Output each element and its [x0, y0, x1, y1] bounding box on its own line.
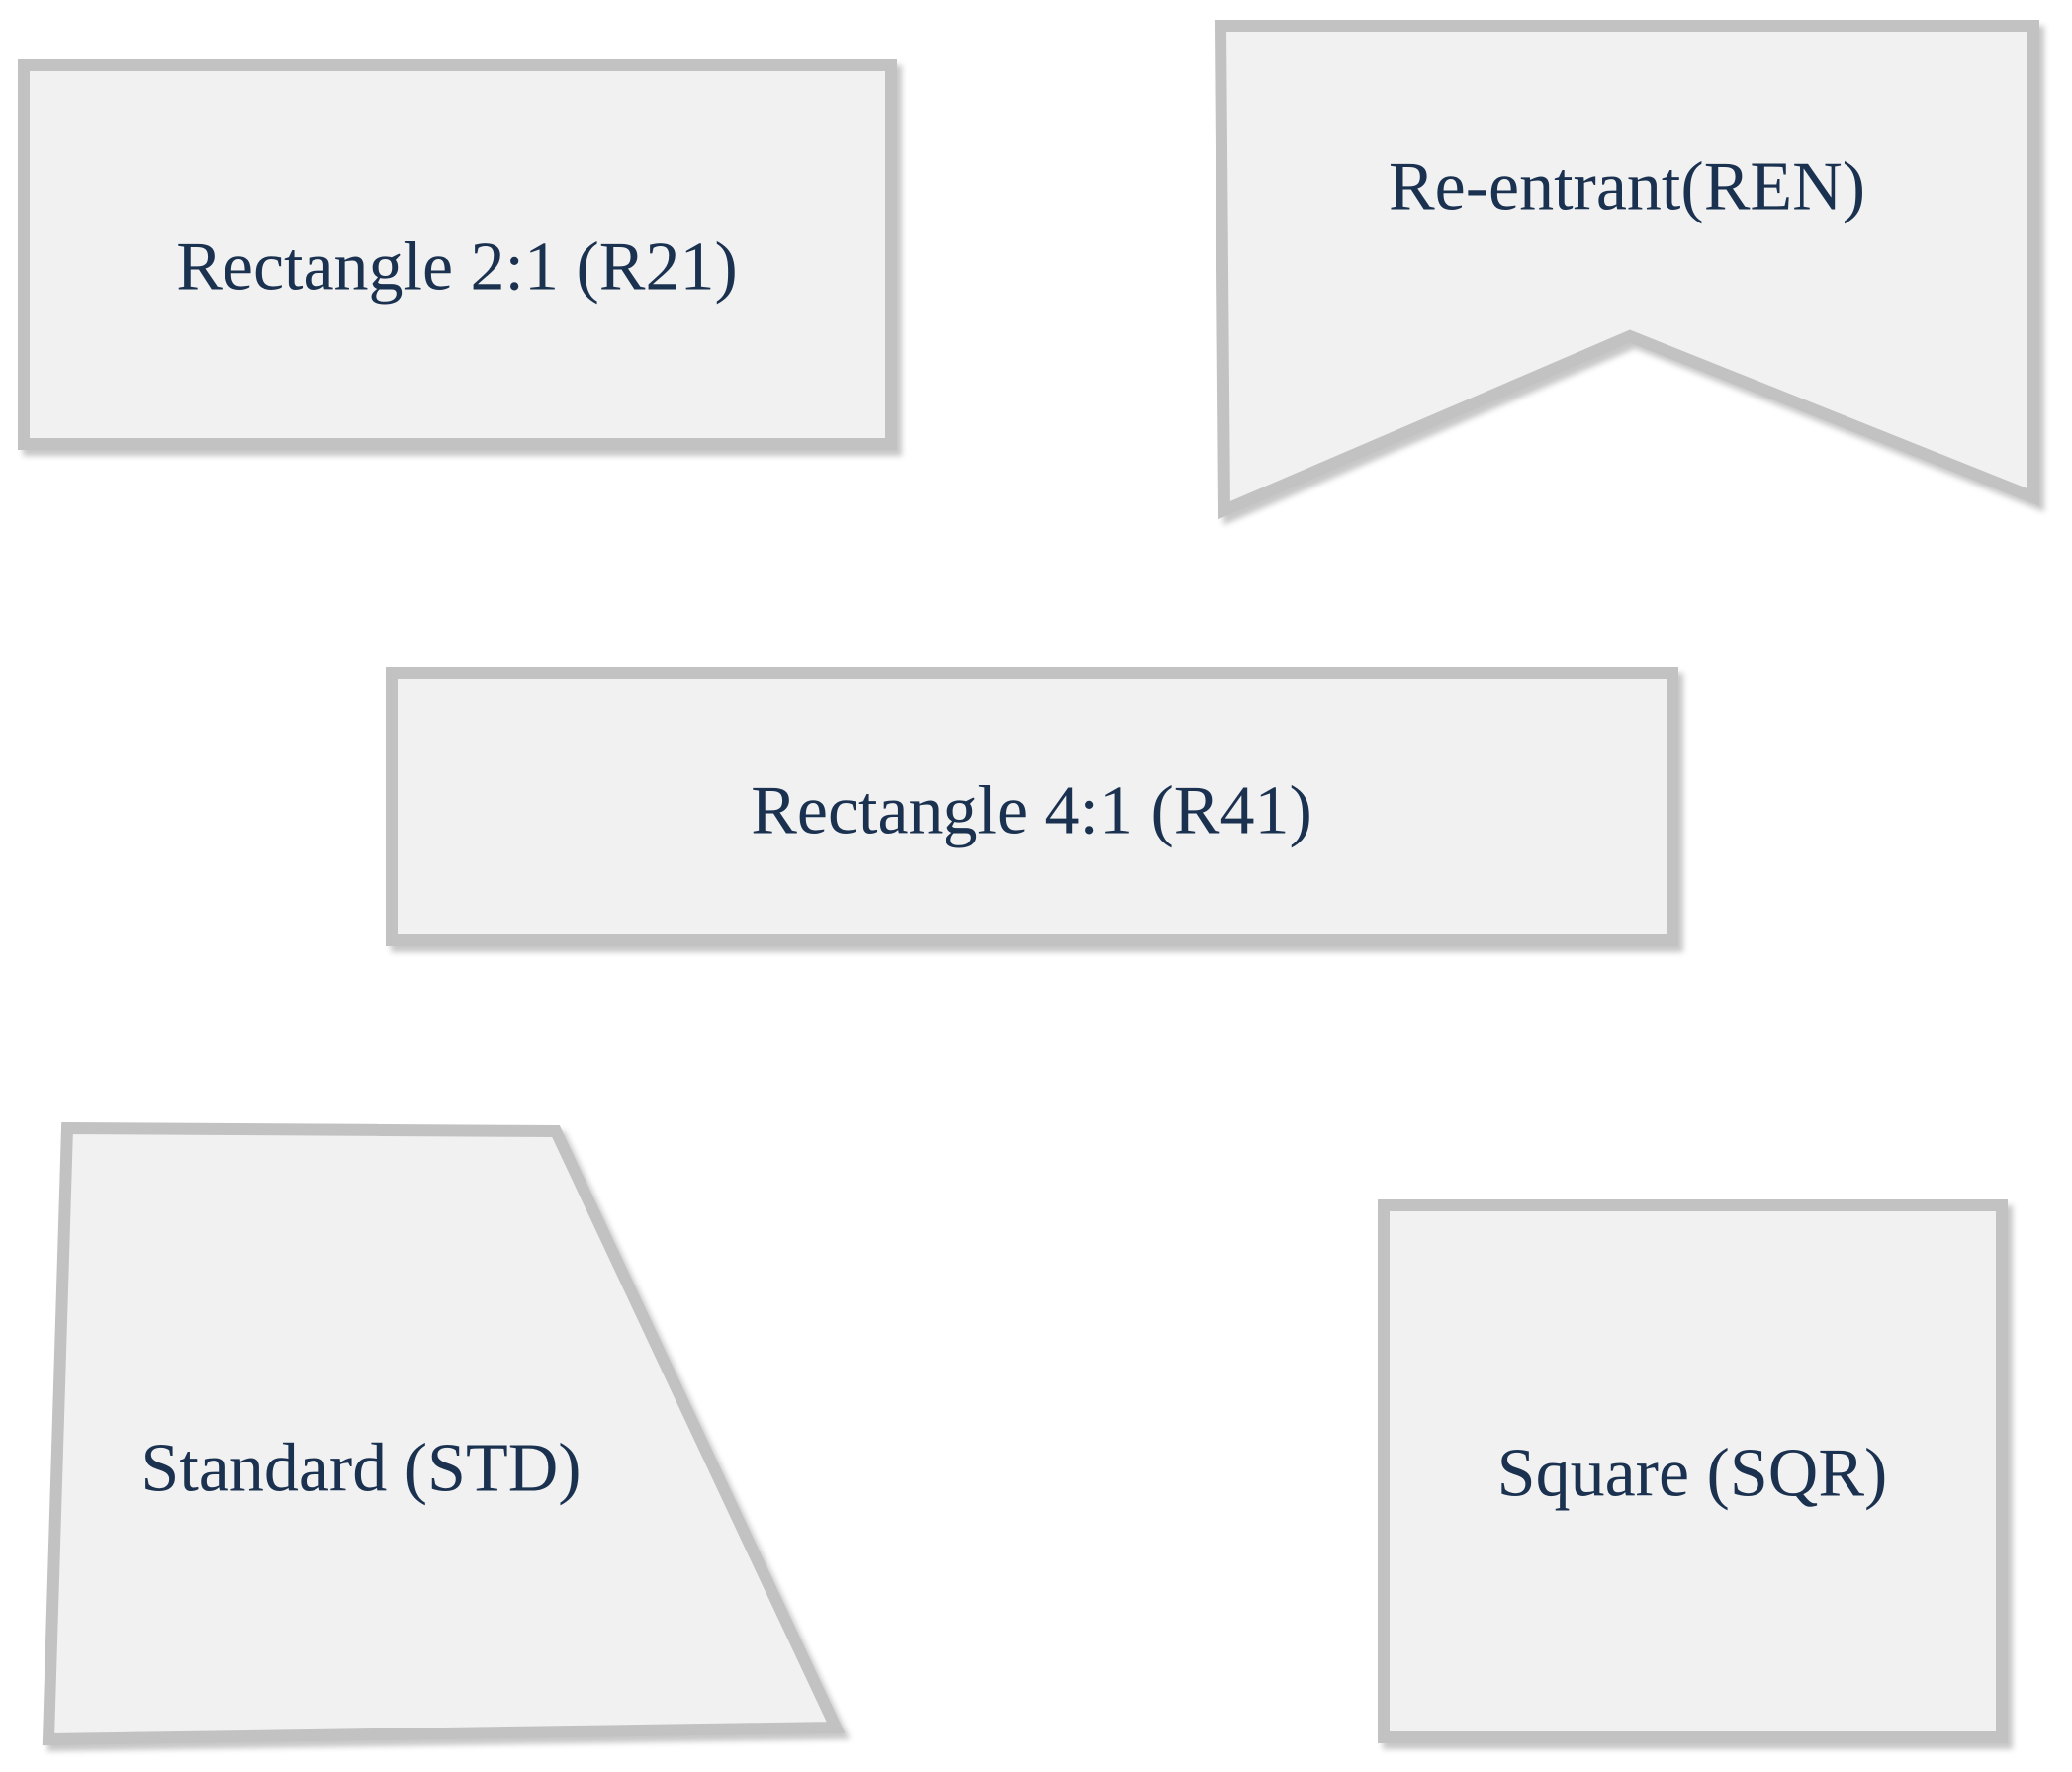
rectangle-4-1-label: Rectangle 4:1 (R41): [751, 773, 1312, 849]
re-entrant-label: Re-entrant(REN): [1389, 149, 1865, 225]
shape-rectangle-4-1: Rectangle 4:1 (R41): [386, 667, 1678, 946]
square-label: Square (SQR): [1497, 1436, 1888, 1512]
shape-square: Square (SQR): [1378, 1199, 2008, 1743]
re-entrant-outline: [1214, 20, 2039, 520]
rectangle-4-1-outline: [386, 667, 1678, 946]
square-outline: [1378, 1199, 2008, 1743]
shape-rectangle-2-1: Rectangle 2:1 (R21): [18, 59, 897, 450]
shape-re-entrant: Re-entrant(REN): [1214, 20, 2039, 520]
shape-standard-trapezoid: Standard (STD): [42, 1121, 846, 1746]
rectangle-2-1-outline: [18, 59, 897, 450]
standard-outline: [42, 1121, 846, 1746]
rectangle-2-1-label: Rectangle 2:1 (R21): [176, 229, 738, 306]
standard-label: Standard (STD): [140, 1431, 581, 1507]
